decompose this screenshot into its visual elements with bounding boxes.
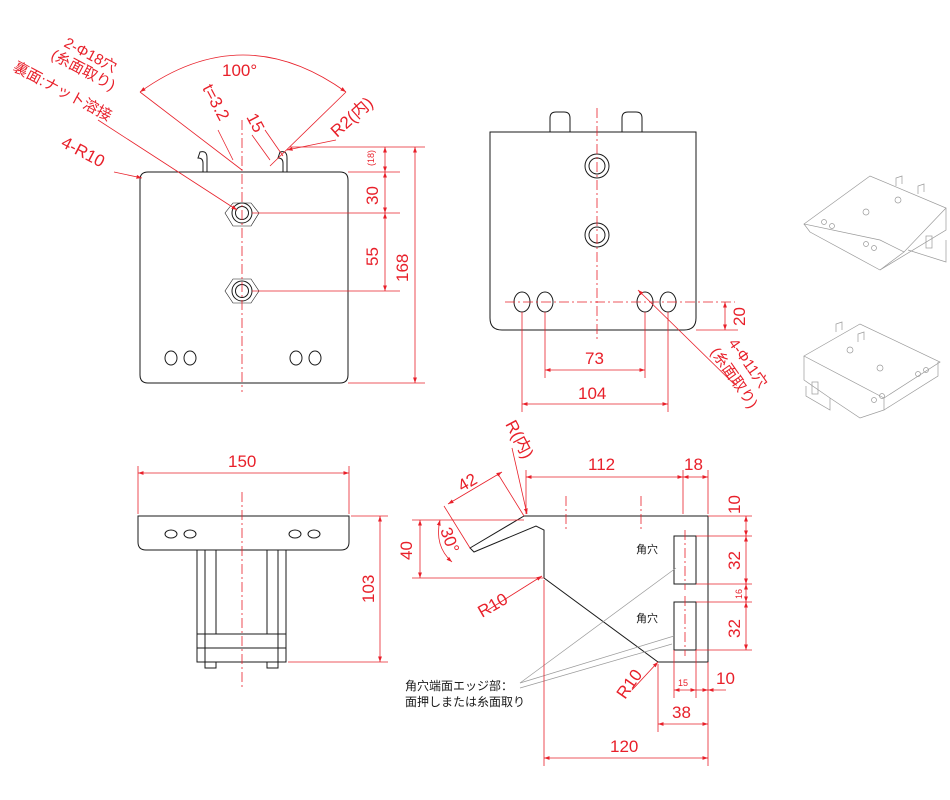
top-view-right-tab (277, 151, 288, 172)
iso-view-upper (803, 175, 947, 271)
dim-40: 40 (397, 541, 416, 560)
bottom-view-right-tab (621, 111, 643, 132)
dim-20: 20 (730, 307, 749, 326)
square-hole-label-upper: 角穴 (636, 542, 658, 556)
bottom-view: 20 73 104 4-Φ11穴 (糸面取り) (489, 108, 771, 412)
front-view-plate (137, 515, 350, 551)
dim-15: 15 (678, 678, 688, 688)
dim-104: 104 (578, 384, 606, 403)
dim-18-top: (18) (366, 150, 376, 166)
bottom-view-left-tab (549, 111, 571, 132)
dim-73: 73 (585, 349, 604, 368)
iso-view-lower (803, 321, 941, 419)
front-view-leg-body (196, 550, 287, 663)
square-hole-label-lower: 角穴 (636, 611, 658, 625)
edge-note-line-1: 角穴端面エッジ部： (405, 678, 513, 693)
dim-32-lower: 32 (725, 619, 744, 638)
side-view-profile (469, 515, 709, 663)
dim-18-side: 18 (684, 455, 703, 474)
tab-width-label: 15 (242, 110, 268, 136)
dim-10-bottom: 10 (716, 669, 735, 688)
corner-radius-label: 4-R10 (58, 133, 108, 172)
front-view: 150 103 (137, 452, 388, 690)
dim-112: 112 (588, 455, 615, 474)
dim-16: 16 (734, 589, 744, 599)
front-view-slots (164, 529, 321, 539)
dim-150: 150 (228, 452, 256, 471)
r10-outer-label: R10 (613, 666, 646, 702)
r10-inner-label: R10 (475, 589, 512, 621)
angle-100-arc (139, 54, 347, 93)
bottom-view-plate-outline (489, 131, 697, 331)
top-view-left-tab (197, 151, 208, 172)
top-view: 100° t=3.2 15 R2(内) 2-Φ18穴 (糸面取り) 裏面:ナット… (10, 35, 425, 392)
thickness-label: t=3.2 (198, 81, 233, 124)
dim-168: 168 (393, 254, 412, 282)
dim-55: 55 (363, 247, 382, 266)
dim-30: 30 (363, 186, 382, 205)
side-view: R(内) 42 112 18 40 30° R10 1 (397, 417, 752, 766)
edge-note-line-2: 面押しまたは糸面取り (405, 695, 525, 709)
angle-100-label: 100° (222, 61, 257, 80)
dim-10-right: 10 (725, 495, 744, 514)
dim-42: 42 (455, 470, 481, 496)
top-view-vertical-dims: (18) 30 55 168 (252, 146, 425, 384)
dim-32-upper: 32 (725, 551, 744, 570)
dim-120: 120 (610, 737, 638, 756)
dim-103: 103 (359, 575, 378, 603)
side-bend-radius-label: R(内) (501, 417, 537, 462)
top-view-small-holes (164, 350, 322, 366)
dim-38: 38 (672, 703, 691, 722)
bend-radius-label: R2(内) (327, 93, 377, 141)
